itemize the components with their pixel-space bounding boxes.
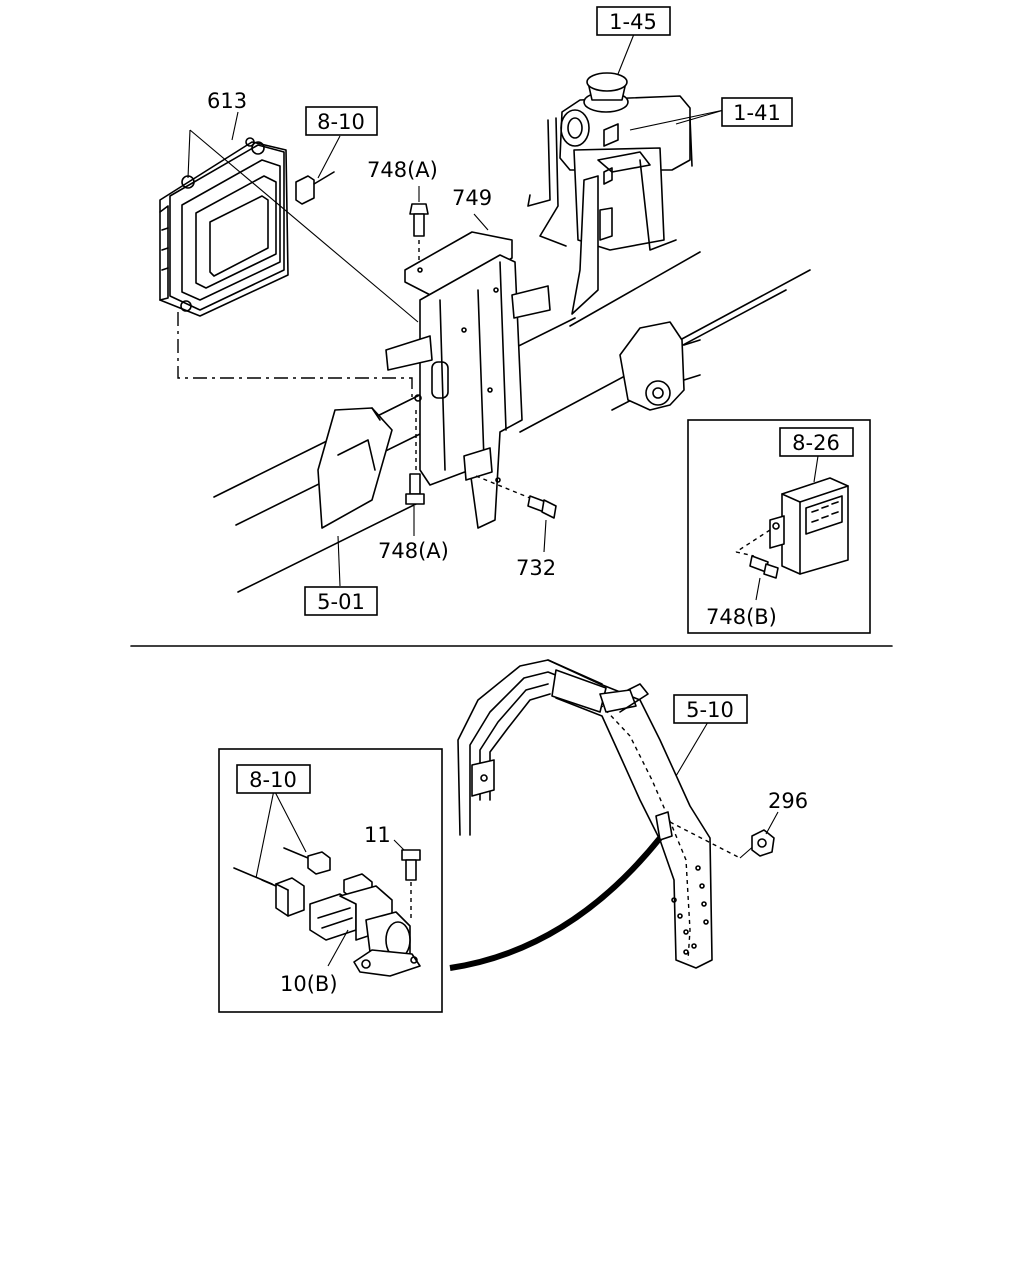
- part-748a-top: 748(A): [367, 158, 438, 182]
- callout-8-10-bottom: 8-10: [236, 764, 311, 794]
- nut-296: [669, 811, 779, 859]
- relay-8-26: [769, 455, 849, 575]
- svg-text:8-10: 8-10: [317, 110, 365, 134]
- leader-5-01: [337, 535, 341, 587]
- ecu-module: [159, 137, 289, 317]
- leader-1-45: [617, 33, 635, 75]
- connector-8-10: [295, 135, 341, 205]
- cross-member: [619, 321, 701, 411]
- leader-1-41: [629, 109, 725, 131]
- bolt-11: [393, 839, 421, 918]
- callout-1-41: 1-41: [721, 97, 793, 127]
- sensor-10b: [309, 873, 421, 977]
- callout-1-45: 1-45: [596, 6, 671, 36]
- svg-text:5-01: 5-01: [317, 590, 365, 614]
- filter-assembly: [527, 72, 693, 315]
- callout-5-01: 5-01: [304, 586, 378, 616]
- svg-text:1-41: 1-41: [733, 101, 781, 125]
- part-296: 296: [768, 789, 808, 813]
- callout-8-26: 8-26: [779, 427, 854, 457]
- wire-harness: [449, 836, 663, 971]
- bracket-749: [385, 213, 551, 529]
- connectors-8-10-bottom: [233, 789, 331, 917]
- part-749: 749: [452, 186, 492, 210]
- svg-text:1-45: 1-45: [609, 10, 657, 34]
- part-748b: 748(B): [706, 605, 777, 629]
- part-748a-bottom: 748(A): [378, 539, 449, 563]
- svg-text:8-10: 8-10: [249, 768, 297, 792]
- leader-613: [187, 111, 419, 323]
- bolt-732: [475, 475, 557, 553]
- part-11: 11: [364, 823, 391, 847]
- bolt-748b: [735, 529, 779, 601]
- callout-5-10: 5-10: [673, 694, 748, 724]
- bolt-748a-top: [409, 186, 429, 262]
- svg-text:8-26: 8-26: [792, 431, 840, 455]
- part-10b: 10(B): [280, 972, 338, 996]
- part-613: 613: [207, 89, 247, 113]
- callout-8-10-top: 8-10: [305, 106, 378, 136]
- part-732: 732: [516, 556, 556, 580]
- fender-bracket: [457, 659, 713, 969]
- dashed-connection: [177, 312, 413, 402]
- bolt-748a-bottom: [405, 410, 425, 536]
- mounting-fin: [317, 407, 393, 529]
- svg-text:5-10: 5-10: [686, 698, 734, 722]
